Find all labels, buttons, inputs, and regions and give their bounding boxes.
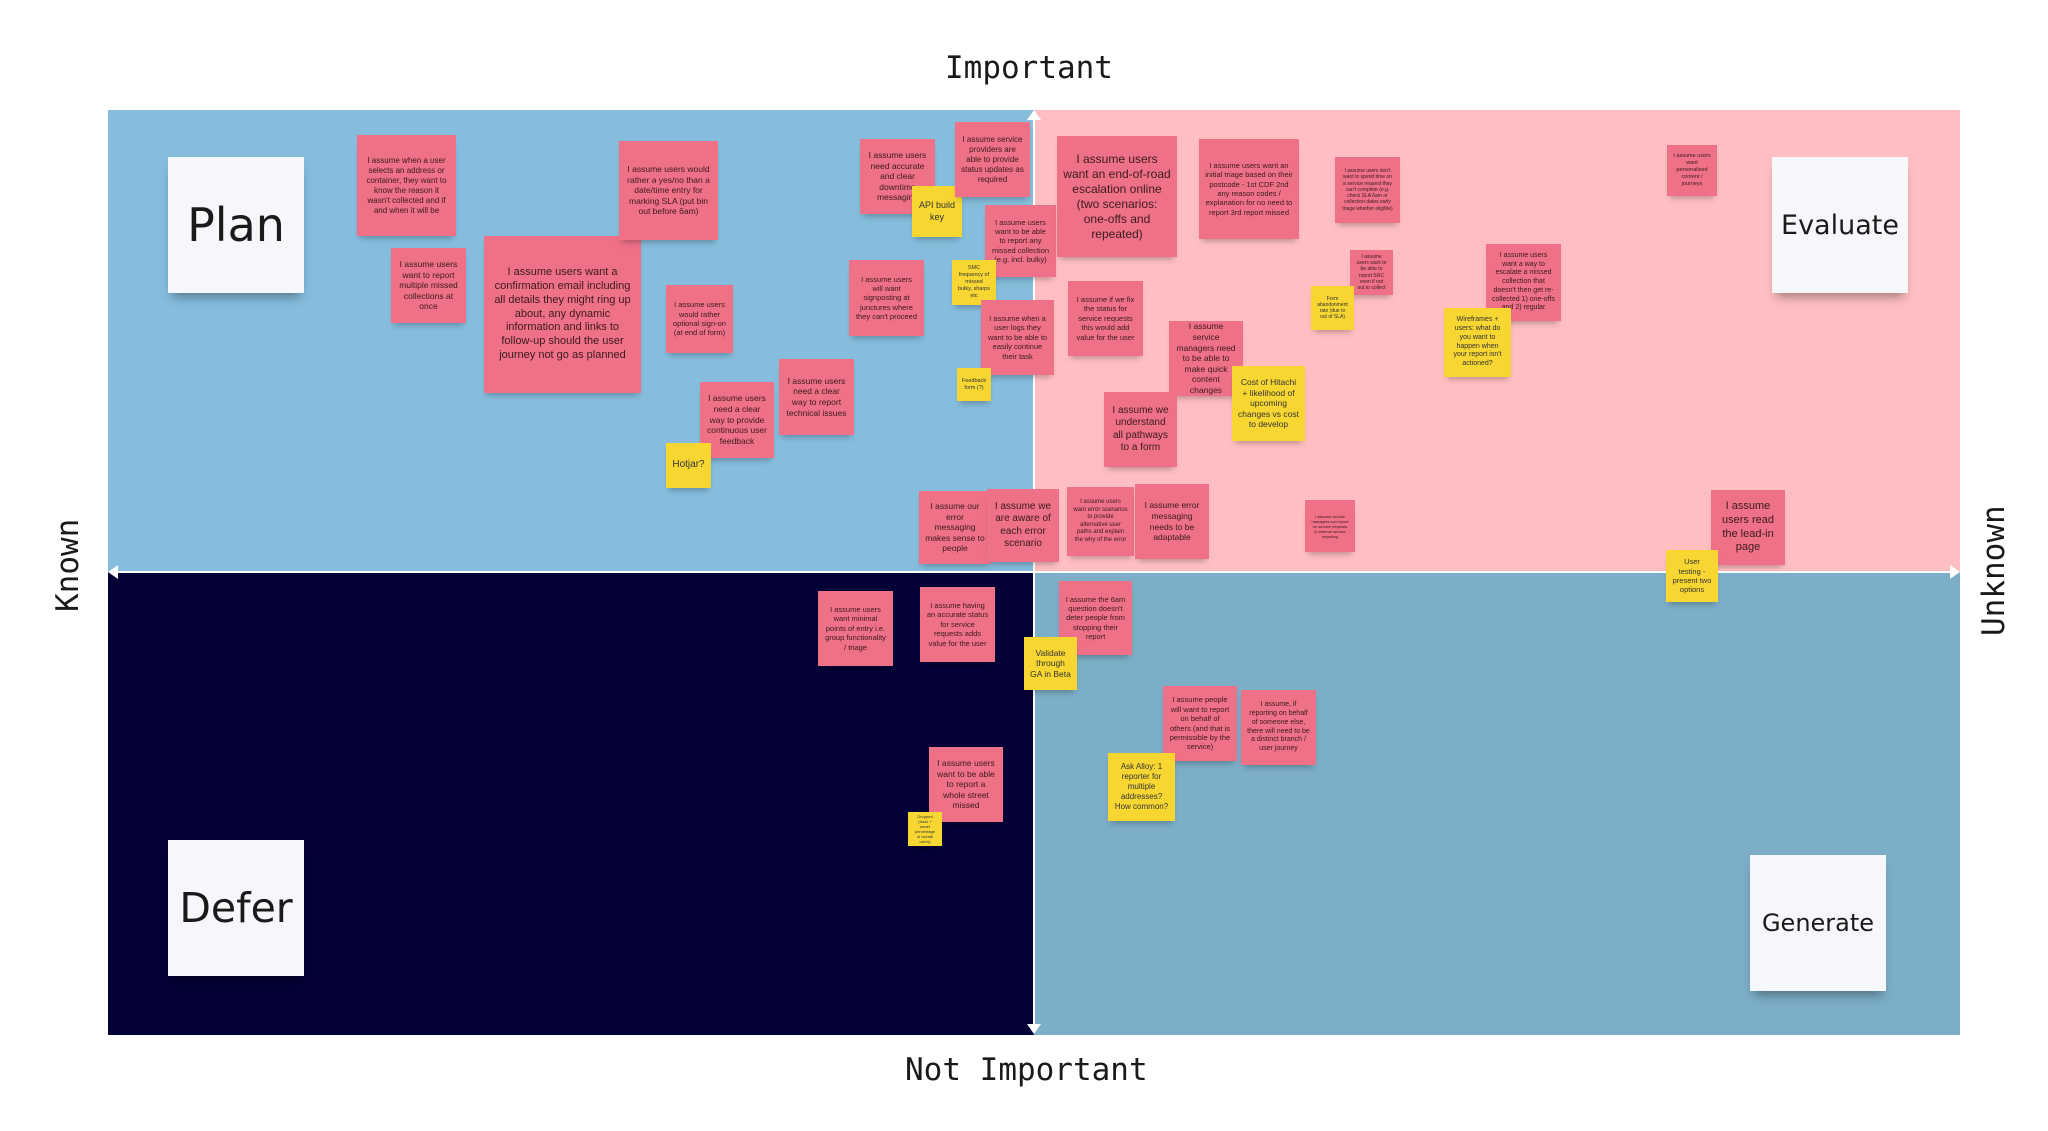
sticky-note[interactable]: I assume users need a clear way to repor… (779, 359, 854, 435)
sticky-note[interactable]: Feedback form (?) (957, 368, 991, 401)
sticky-note[interactable]: I assume when a user logs they want to b… (981, 300, 1054, 375)
sticky-note[interactable]: I assume users want an initial triage ba… (1199, 139, 1299, 239)
axis-label-left: Known (50, 518, 86, 612)
sticky-note[interactable]: I assume if we fix the status for servic… (1068, 281, 1143, 356)
arrow-right-icon (1950, 565, 1960, 579)
sticky-note[interactable]: Validate through GA in Beta (1024, 637, 1077, 690)
sticky-note[interactable]: I assume users want personalised content… (1667, 145, 1717, 196)
sticky-note[interactable]: I assume our error messaging makes sense… (919, 491, 991, 564)
quadrant-label-evaluate: Evaluate (1772, 157, 1908, 293)
sticky-note[interactable]: I assume error messaging needs to be ada… (1135, 484, 1209, 559)
sticky-note[interactable]: I assume users don't want to spend time … (1335, 157, 1400, 223)
sticky-note[interactable]: I assume service managers need to be abl… (1169, 321, 1243, 396)
axis-label-top: Important (945, 50, 1113, 86)
sticky-note[interactable]: I assume when a user selects an address … (357, 135, 456, 236)
sticky-note[interactable]: I assume we are aware of each error scen… (987, 489, 1059, 562)
sticky-note[interactable]: I assume users want minimal points of en… (818, 591, 893, 666)
arrow-down-icon (1027, 1024, 1041, 1034)
sticky-note[interactable]: Ask Alloy: 1 reporter for multiple addre… (1108, 753, 1175, 821)
sticky-note[interactable]: Hotjar? (666, 443, 711, 488)
sticky-note[interactable]: I assume service managers can report on … (1305, 500, 1355, 552)
arrow-left-icon (108, 565, 118, 579)
arrow-up-icon (1027, 110, 1041, 120)
sticky-note[interactable]: Wireframes + users: what do you want to … (1444, 308, 1511, 377)
sticky-note[interactable]: I assume service providers are able to p… (955, 122, 1030, 197)
sticky-note[interactable]: API build key (912, 186, 962, 237)
sticky-note[interactable]: I assume users want to be able to report… (929, 747, 1003, 822)
sticky-note[interactable]: I assume users will want signposting at … (849, 260, 924, 336)
sticky-note[interactable]: Form abandonment rate (due to out of SLA… (1311, 286, 1354, 330)
vertical-axis-line (1033, 112, 1035, 1032)
sticky-note[interactable]: Cost of Hitachi + likelihood of upcoming… (1232, 366, 1305, 441)
quadrant-label-plan: Plan (168, 157, 304, 293)
sticky-note[interactable]: Dropped (track + smart percentage of ove… (908, 812, 942, 846)
sticky-note[interactable]: I assume users want error scenarios to p… (1067, 487, 1134, 556)
sticky-note[interactable]: I assume we understand all pathways to a… (1104, 392, 1177, 467)
quadrant-label-defer: Defer (168, 840, 304, 976)
sticky-note[interactable]: I assume users want to report multiple m… (391, 248, 466, 323)
sticky-note[interactable]: I assume people will want to report on b… (1163, 686, 1237, 761)
sticky-note[interactable]: User testing - present two options (1666, 550, 1718, 602)
sticky-note[interactable]: I assume users need a clear way to provi… (700, 382, 774, 458)
axis-label-bottom: Not Important (905, 1052, 1148, 1088)
sticky-note[interactable]: I assume, if reporting on behalf of some… (1241, 690, 1316, 765)
sticky-note[interactable]: I assume users read the lead-in page (1711, 490, 1785, 565)
sticky-note[interactable]: I assume users want to be able to report… (1350, 250, 1393, 295)
sticky-note[interactable]: I assume having an accurate status for s… (920, 587, 995, 662)
sticky-note[interactable]: SMC frequency of missed bulky, sharps et… (952, 260, 996, 305)
sticky-note[interactable]: I assume users would rather a yes/no tha… (619, 141, 718, 240)
sticky-note[interactable]: I assume users want an end-of-road escal… (1057, 136, 1177, 257)
sticky-note[interactable]: I assume users want a way to escalate a … (1486, 244, 1561, 321)
axis-label-right: Unknown (1976, 505, 2012, 636)
quadrant-label-generate: Generate (1750, 855, 1886, 991)
sticky-note[interactable]: I assume users want a confirmation email… (484, 236, 641, 393)
sticky-note[interactable]: I assume users want to be able to report… (985, 205, 1056, 277)
sticky-note[interactable]: I assume users would rather optional sig… (666, 285, 733, 353)
